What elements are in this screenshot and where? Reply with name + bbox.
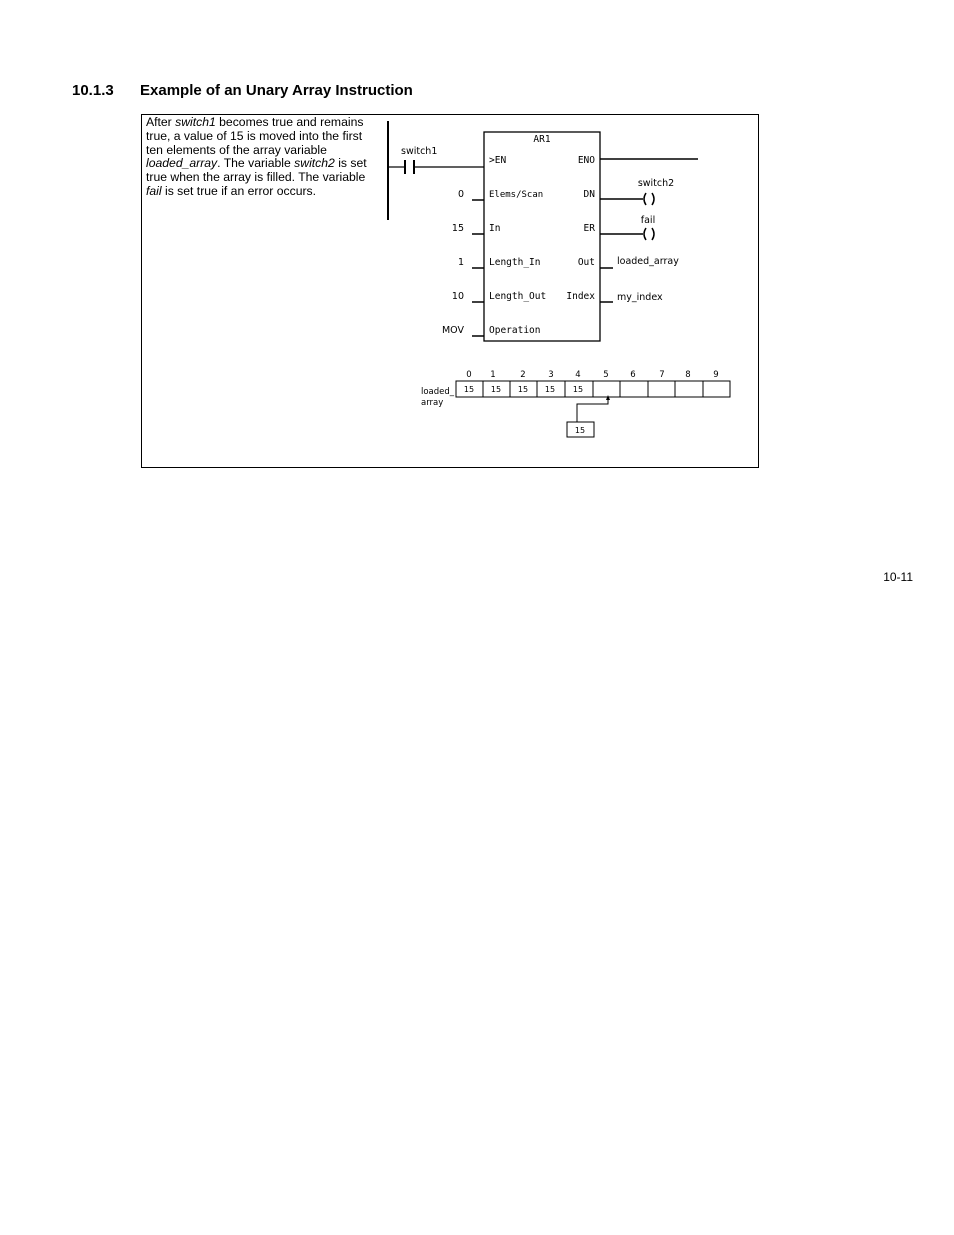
contact-label: switch1 [401, 146, 437, 157]
variable-name: fail [146, 183, 162, 198]
input-value: 15 [452, 223, 464, 234]
move-arrow [576, 398, 609, 422]
input-value: 10 [452, 291, 464, 302]
description-fragment: . The variable [217, 156, 295, 171]
array-index: 2 [520, 370, 525, 380]
array-cell-value: 15 [518, 385, 528, 394]
array-cells: 15 15 15 15 15 [455, 380, 731, 398]
array-label-line2: array [421, 398, 443, 408]
input-value: MOV [442, 325, 465, 336]
coil-label-fail: fail [641, 215, 655, 226]
left-pin-label: In [489, 223, 500, 234]
output-var-out: loaded_array [617, 256, 679, 267]
description-fragment: is set true if an error occurs. [161, 183, 317, 198]
figure-frame [141, 114, 759, 468]
function-block [483, 131, 601, 342]
description-text: After switch1 becomes true and remains t… [146, 115, 371, 199]
variable-name: loaded_array [146, 156, 218, 171]
left-pins: >EN Elems/ScanInLength_InLength_OutOperat… [489, 155, 546, 336]
description-fragment: is set true when the array is filled. Th… [146, 156, 367, 185]
array-cell [702, 380, 731, 398]
left-pin-label: Length_Out [489, 291, 546, 302]
incoming-value-box [566, 421, 595, 438]
array-index: 1 [490, 370, 495, 380]
page-number: 10-11 [883, 570, 913, 584]
coil-label-switch2: switch2 [638, 178, 674, 189]
right-pin-label: Index [566, 291, 595, 302]
variable-name: switch1 [175, 115, 216, 129]
array-cell-value: 15 [545, 385, 555, 394]
incoming-value: 15 [575, 426, 585, 435]
array-cell-value: 15 [491, 385, 501, 394]
array-cell [592, 380, 621, 398]
array-index: 6 [630, 370, 635, 380]
left-pin-label: Length_In [489, 257, 540, 268]
output-var-index: my_index [617, 292, 663, 303]
left-pin-label: Elems/Scan [489, 190, 543, 200]
arrow-head-icon [606, 395, 610, 400]
variable-name: switch2 [294, 156, 335, 171]
array-cell-value: 15 [573, 385, 583, 394]
array-cell [619, 380, 649, 398]
section-title: Example of an Unary Array Instruction [140, 82, 413, 99]
right-pin-label: Out [578, 257, 595, 268]
input-value: 1 [458, 257, 464, 268]
array-cell-value: 15 [464, 385, 474, 394]
array-index: 3 [548, 370, 553, 380]
array-cell [674, 380, 704, 398]
array-index: 4 [575, 370, 580, 380]
right-pin-label: DN [584, 189, 596, 200]
description-fragment: becomes true and remains true, a value o… [146, 115, 364, 157]
array-index: 7 [659, 370, 664, 380]
array-index: 5 [603, 370, 608, 380]
coil-icon [643, 192, 647, 206]
array-label-line1: loaded_ [421, 387, 455, 397]
section-number: 10.1.3 [72, 82, 114, 99]
coil-icon [643, 227, 647, 241]
figure-description: After switch1 becomes true and remains t… [146, 115, 371, 199]
input-value: 0 [458, 189, 464, 200]
right-pin-label: ER [584, 223, 596, 234]
left-pin-label: Operation [489, 325, 540, 336]
array-index: 9 [713, 370, 718, 380]
block-name: AR1 [533, 134, 550, 145]
array-indices: 0 1 2 3 4 5 6 7 8 9 [466, 370, 718, 380]
array-index: 0 [466, 370, 471, 380]
ladder-diagram: switch1 AR1 >EN Elems/ScanInLength_InLeng… [387, 121, 731, 438]
array-cell [647, 380, 676, 398]
right-pin-label: ENO [578, 155, 595, 166]
section-heading: 10.1.3 Example of an Unary Array Instruct… [72, 82, 413, 99]
left-pin-label: >EN [489, 155, 506, 166]
description-fragment: After [146, 115, 176, 129]
array-index: 8 [685, 370, 690, 380]
